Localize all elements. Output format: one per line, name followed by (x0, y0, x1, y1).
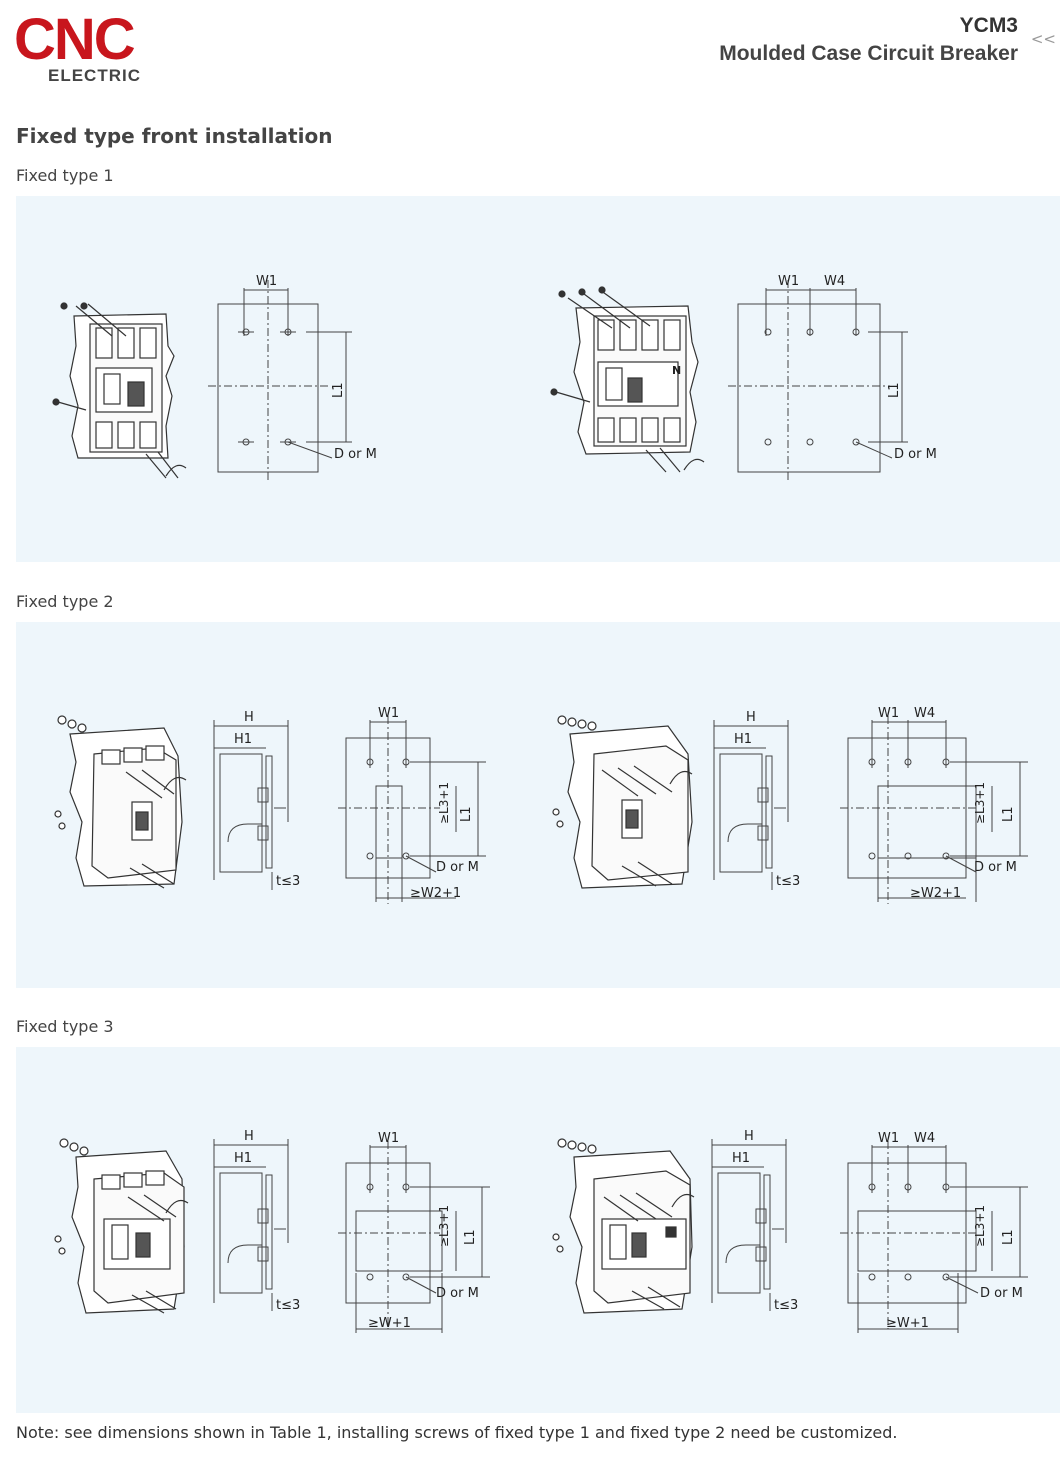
footnote: Note: see dimensions shown in Table 1, i… (16, 1423, 898, 1442)
breaker-front-illustration (54, 1138, 189, 1314)
breaker-front-4p-illustration (552, 1138, 695, 1314)
dim-w1: W1 (256, 274, 277, 289)
dim-w1-t3: W1 (378, 1131, 399, 1146)
dim-w4: W4 (824, 274, 845, 289)
dim-l1-t2-4p: L1 (1001, 806, 1016, 822)
dim-h-t3: H (244, 1129, 254, 1144)
breaker-4p-illustration (550, 286, 705, 473)
cutout-drawing-t3 (338, 1141, 490, 1333)
section-title: Fixed type front installation (16, 124, 333, 148)
side-profile-drawing-t3 (213, 1139, 289, 1311)
breaker-side-illustration (54, 715, 187, 889)
dim-t3-t3: t≤3 (276, 1298, 300, 1313)
cutout-drawing-4p (840, 716, 1028, 904)
brand-logo: CNC ELECTRIC (14, 7, 174, 86)
dim-w-4p: ≥W+1 (886, 1316, 929, 1331)
dim-h1-4p: H1 (734, 732, 752, 747)
dim-w1-t2: W1 (378, 706, 399, 721)
fixed-type-1-label: Fixed type 1 (16, 166, 114, 185)
dim-d-or-m: D or M (334, 447, 377, 462)
side-profile-drawing (213, 720, 289, 890)
dim-l1-t3-4p: L1 (1001, 1229, 1016, 1245)
dim-h1: H1 (234, 732, 252, 747)
dim-h: H (244, 710, 254, 725)
cutout-drawing-3p (338, 716, 486, 904)
dim-h1-t3-4p: H1 (732, 1151, 750, 1166)
fixed-type-3-panel: H H1 t≤3 W1 ≥L3+1 L1 D or M ≥W+1 (16, 1047, 1060, 1413)
logo-subtitle: ELECTRIC (48, 66, 141, 85)
product-name: Moulded Case Circuit Breaker (719, 42, 1018, 65)
dim-w: ≥W+1 (368, 1316, 411, 1331)
dim-l3-4p: ≥L3+1 (973, 782, 987, 824)
logo-wordmark: CNC (14, 7, 136, 72)
fixed-type-3-label: Fixed type 3 (16, 1017, 114, 1036)
dim-h-4p: H (746, 710, 756, 725)
dim-w1-t3-4p: W1 (878, 1131, 899, 1146)
mounting-drawing-4p (728, 280, 908, 480)
dim-l3-t3-4p: ≥L3+1 (973, 1205, 987, 1247)
cutout-drawing-t3-4p (840, 1141, 1028, 1333)
dim-d-or-m-4p: D or M (894, 447, 937, 462)
dim-l3-t3: ≥L3+1 (437, 1205, 451, 1247)
dim-d-or-m-t2: D or M (436, 860, 479, 875)
dim-t3: t≤3 (276, 874, 300, 889)
breaker-3p-illustration (52, 302, 187, 479)
side-profile-drawing-t3-4p (711, 1139, 787, 1311)
dim-d-or-m-t3: D or M (436, 1286, 479, 1301)
dim-w1-t2-4p: W1 (878, 706, 899, 721)
dim-h-t3-4p: H (744, 1129, 754, 1144)
side-profile-drawing-4p (713, 720, 789, 890)
dim-w4-t2: W4 (914, 706, 935, 721)
dim-w4-t3: W4 (914, 1131, 935, 1146)
dim-w2: ≥W2+1 (410, 886, 461, 901)
breaker-side-4p-illustration (552, 715, 693, 889)
product-model: YCM3 (959, 14, 1018, 37)
neutral-pole-label: N (672, 364, 681, 377)
dim-w1-4p: W1 (778, 274, 799, 289)
fixed-type-2-panel: H H1 t≤3 W1 ≥L3+1 L1 D or M ≥W2+1 (16, 622, 1060, 988)
dim-w2-4p: ≥W2+1 (910, 886, 961, 901)
back-arrow-icon[interactable]: << (1030, 30, 1056, 48)
dim-l3: ≥L3+1 (437, 782, 451, 824)
dim-h1-t3: H1 (234, 1151, 252, 1166)
dim-l1-4p: L1 (887, 382, 902, 398)
dim-d-or-m-t2-4p: D or M (974, 860, 1017, 875)
mounting-drawing-3p (208, 280, 352, 480)
dim-t3-t3-4p: t≤3 (774, 1298, 798, 1313)
dim-l1-t3: L1 (463, 1229, 478, 1245)
dim-l1-t2: L1 (459, 806, 474, 822)
fixed-type-1-panel: W1 L1 D or M N W1 W4 L1 D or M (16, 196, 1060, 562)
fixed-type-2-label: Fixed type 2 (16, 592, 114, 611)
dim-t3-4p: t≤3 (776, 874, 800, 889)
dim-l1: L1 (331, 382, 346, 398)
dim-d-or-m-t3-4p: D or M (980, 1286, 1023, 1301)
